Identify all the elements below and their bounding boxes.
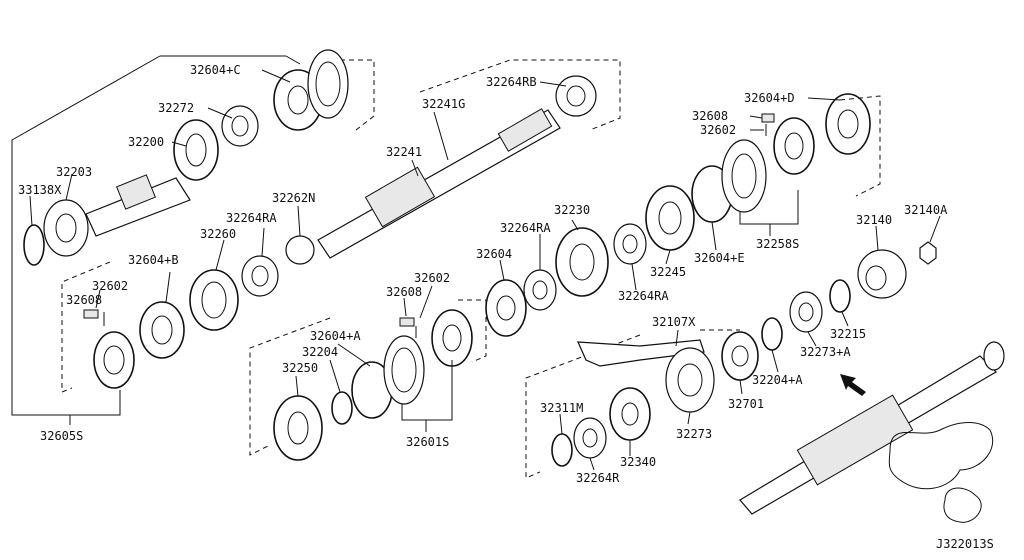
label-32241: 32241: [386, 145, 422, 159]
ring-32204: [331, 391, 353, 425]
label-32264RB: 32264RB: [486, 75, 537, 89]
label-32215: 32215: [830, 327, 866, 341]
bearing-32273A: [789, 291, 823, 333]
label-32604B: 32604+B: [128, 253, 179, 267]
ring-32215: [829, 279, 851, 313]
bearing-32203: [43, 199, 89, 257]
bearing-32264RB: [555, 75, 597, 117]
gear-32200: [173, 119, 219, 181]
parts: [23, 49, 1005, 523]
label-32604C: 32604+C: [190, 63, 241, 77]
label-32204: 32204: [302, 345, 338, 359]
key-32608-2: [399, 317, 415, 327]
gear-32604D: [825, 93, 871, 155]
label-32340: 32340: [620, 455, 656, 469]
bracket-32107X: [577, 339, 705, 367]
ring-32204A: [761, 317, 783, 351]
bearing-32264R: [573, 417, 607, 459]
label-32604D: 32604+D: [744, 91, 795, 105]
gear-32601S: [431, 309, 473, 367]
leader-lines: [29, 69, 941, 471]
snap-ring-33138X: [23, 224, 45, 266]
key-32608-1: [83, 309, 99, 319]
nut-32140A: [919, 241, 937, 265]
main-shaft-32241: [317, 109, 561, 259]
bearing-32264RA-1: [241, 255, 279, 297]
gear-32340: [609, 387, 651, 441]
label-33138X: 33138X: [18, 183, 62, 197]
label-32608-3: 32608: [692, 109, 728, 123]
flange-32140: [857, 249, 907, 299]
gear-32258S: [773, 117, 815, 175]
diagram-id: J322013S: [936, 537, 994, 551]
bearing-32272: [221, 105, 259, 147]
label-32258S: 32258S: [756, 237, 799, 251]
label-32204A: 32204+A: [752, 373, 803, 387]
gear-32604B: [139, 301, 185, 359]
label-32601S: 32601S: [406, 435, 449, 449]
label-32200: 32200: [128, 135, 164, 149]
gear-32605S: [93, 331, 135, 389]
label-32701: 32701: [728, 397, 764, 411]
bearing-32264RA-2: [523, 269, 557, 311]
label-32602-3: 32602: [700, 123, 736, 137]
label-32107X: 32107X: [652, 315, 696, 329]
part-labels: 32604+C 32272 32200 32203 33138X 32262N …: [18, 63, 994, 551]
key-32608-3: [761, 113, 775, 123]
label-32245: 32245: [650, 265, 686, 279]
label-32203: 32203: [56, 165, 92, 179]
label-32264RA-2: 32264RA: [500, 221, 551, 235]
gear-32604: [485, 279, 527, 337]
label-32140A: 32140A: [904, 203, 948, 217]
group-brackets: [11, 55, 881, 479]
label-32608-1: 32608: [66, 293, 102, 307]
label-32260: 32260: [200, 227, 236, 241]
label-32605S: 32605S: [40, 429, 83, 443]
label-32272: 32272: [158, 101, 194, 115]
label-32604: 32604: [476, 247, 512, 261]
gear-32245: [645, 185, 695, 251]
label-32604E: 32604+E: [694, 251, 745, 265]
label-32604A: 32604+A: [310, 329, 361, 343]
label-32262N: 32262N: [272, 191, 315, 205]
label-32602-1: 32602: [92, 279, 128, 293]
label-32264RA-1: 32264RA: [226, 211, 277, 225]
bushing-32262N: [285, 235, 315, 265]
label-32140: 32140: [856, 213, 892, 227]
label-32250: 32250: [282, 361, 318, 375]
label-32273: 32273: [676, 427, 712, 441]
label-32608-2: 32608: [386, 285, 422, 299]
label-32264RA-3: 32264RA: [618, 289, 669, 303]
label-32264R: 32264R: [576, 471, 620, 485]
label-32230: 32230: [554, 203, 590, 217]
label-32602-2: 32602: [414, 271, 450, 285]
label-32273A: 32273+A: [800, 345, 851, 359]
gear-32230: [555, 227, 609, 297]
label-32241G: 32241G: [422, 97, 465, 111]
bearing-32273: [665, 347, 715, 413]
label-32311M: 32311M: [540, 401, 583, 415]
gasket: [888, 422, 994, 490]
gear-32250: [273, 395, 323, 461]
direction-arrow: [840, 374, 866, 396]
gear-32260: [189, 269, 239, 331]
bearing-32264RA-3: [613, 223, 647, 265]
ring-32311M: [551, 433, 573, 467]
